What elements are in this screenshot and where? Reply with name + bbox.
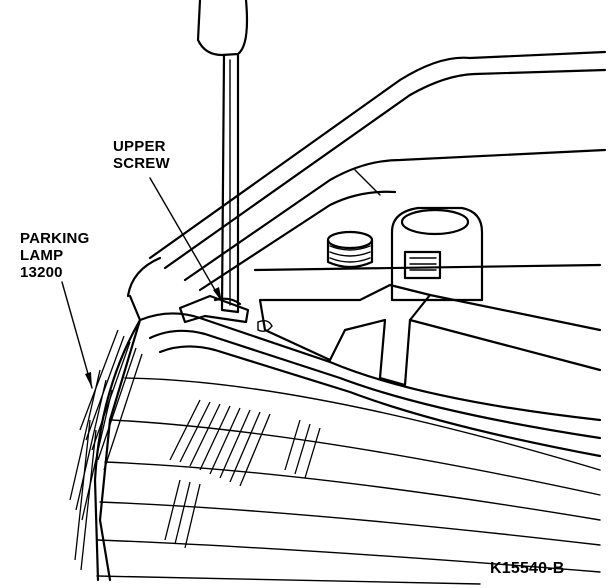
upper-screw xyxy=(178,294,273,333)
hood-panel xyxy=(126,50,607,298)
upper-screw-label-line2: SCREW xyxy=(113,155,170,172)
parking-lamp-label: PARKING LAMP 13200 xyxy=(20,230,89,281)
lens-reflection-hatch xyxy=(164,399,321,549)
filler-cap xyxy=(326,230,374,269)
parking-lamp-label-line3: 13200 xyxy=(20,264,63,281)
figure-code: K15540-B xyxy=(490,560,565,577)
upper-screw-label-line1: UPPER xyxy=(113,138,166,155)
parking-lamp xyxy=(69,329,143,571)
parking-lamp-label-line2: LAMP xyxy=(20,247,64,264)
headlamp-lens xyxy=(96,377,601,585)
reservoir-bottle xyxy=(390,206,484,302)
parking-lamp-leader xyxy=(61,281,93,389)
parking-lamp-label-line1: PARKING xyxy=(20,230,90,247)
headlamp-housing xyxy=(93,294,602,582)
upper-screw-leader xyxy=(149,177,223,303)
radiator-support xyxy=(253,263,602,387)
screwdriver xyxy=(196,0,249,314)
upper-screw-label: UPPER SCREW xyxy=(113,138,170,172)
